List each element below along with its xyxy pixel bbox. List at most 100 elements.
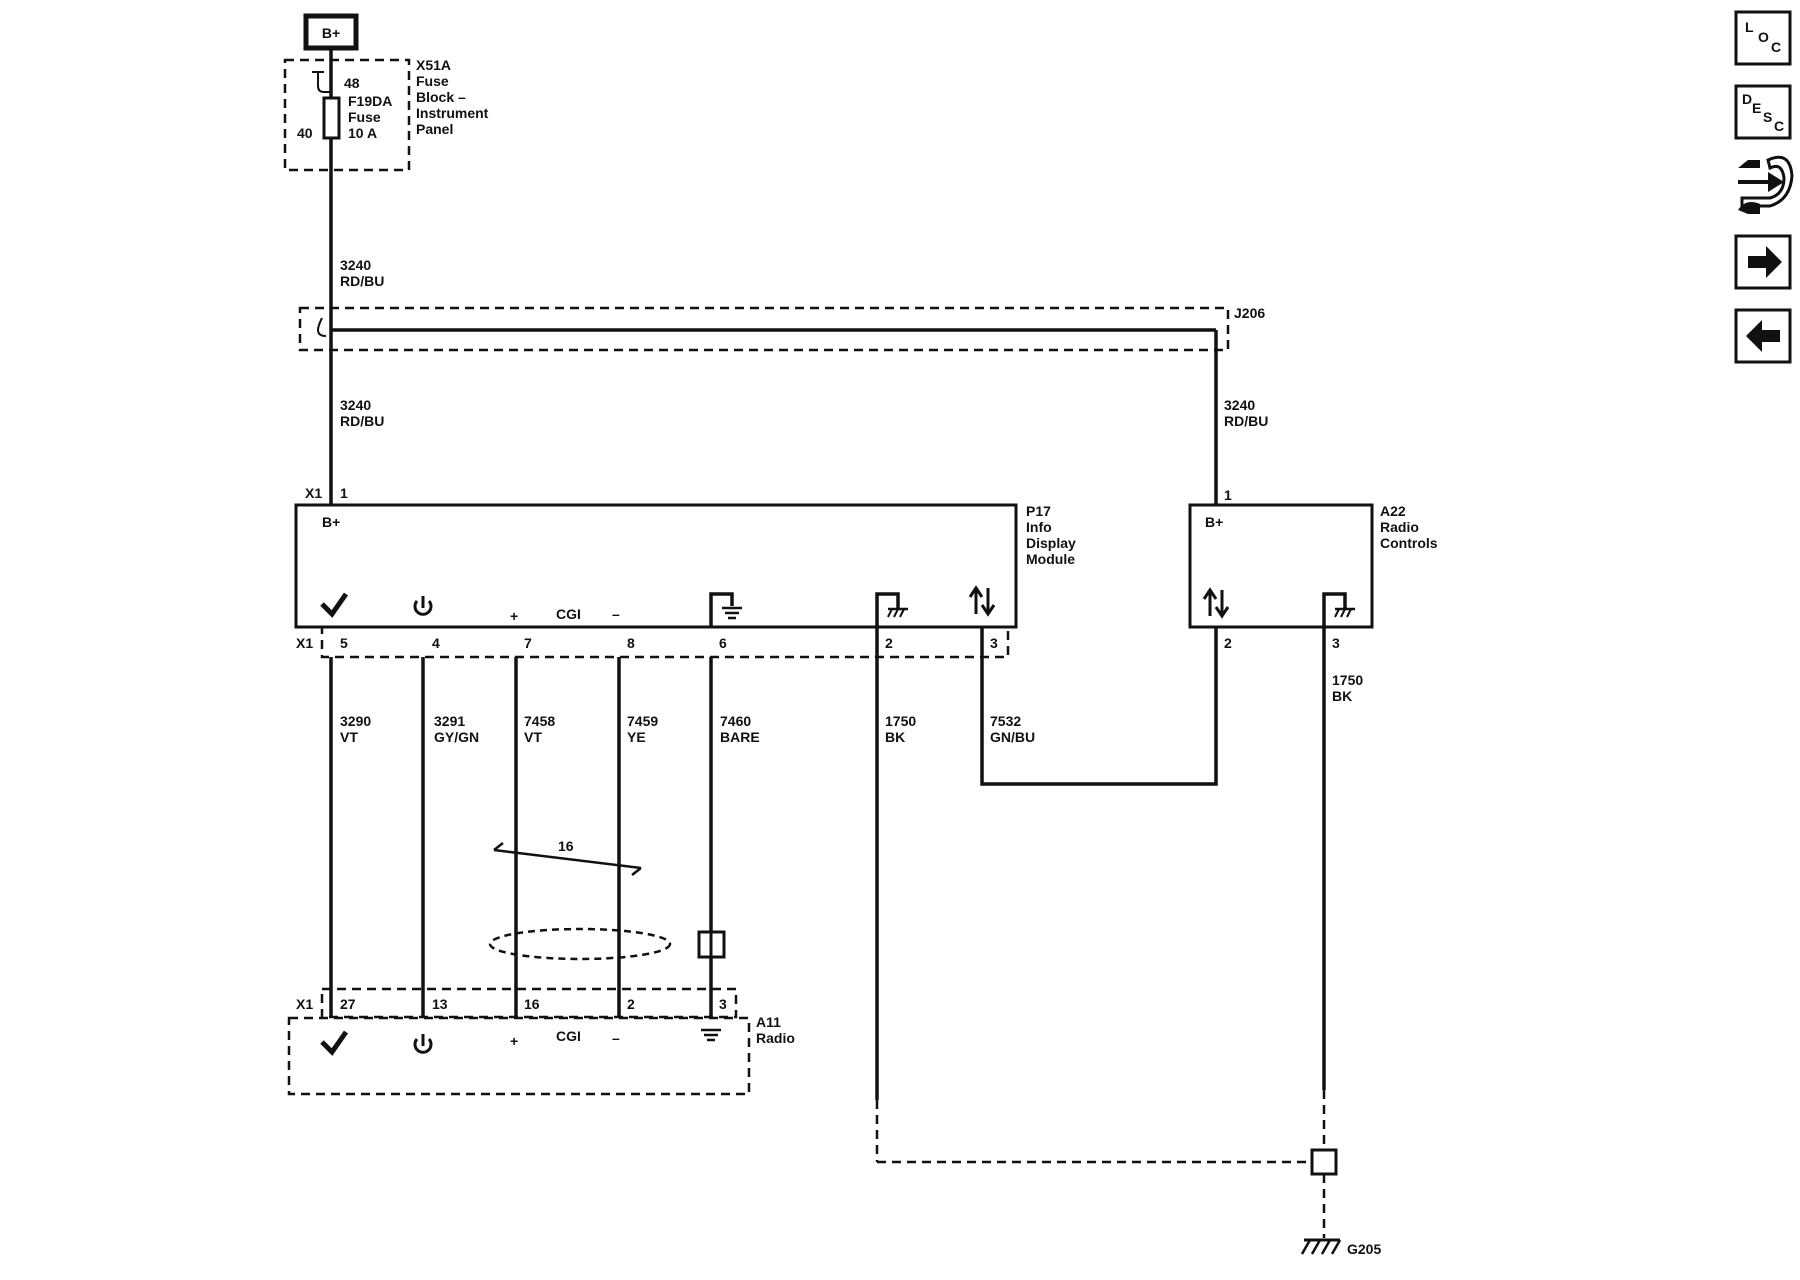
feed-left-circuit: 3240 [340,397,371,413]
description-letter-d: D [1742,91,1752,107]
wire-1750a-color: BK [885,729,905,745]
location-letter-c: C [1771,39,1781,55]
a11-pin-16: 16 [524,996,540,1012]
wire-3291-circuit: 3291 [434,713,465,729]
location-letter-l: L [1745,19,1754,35]
fuse-block-name-1: Fuse [416,73,449,89]
feed-left-color: RD/BU [340,413,384,429]
p17-pin-6: 6 [719,635,727,651]
twist-label: 16 [558,838,574,854]
splice-ref: J206 [1234,305,1265,321]
splice-pack-outline [298,306,1230,352]
a11-pin-2: 2 [627,996,635,1012]
p17-pin-5: 5 [340,635,348,651]
p17-connector-outline [320,625,1010,659]
p17-name-2: Display [1026,535,1076,551]
p17-ground-icon [709,592,742,627]
a11-name-1: Radio [756,1030,795,1046]
p17-pin-7: 7 [524,635,532,651]
a22-bplus: B+ [1205,514,1223,530]
p17-pin-3: 3 [990,635,998,651]
wire-3291-color: GY/GN [434,729,479,745]
previous-arrow-icon [1746,320,1780,352]
p17-bidirectional-arrows-icon [968,585,996,617]
a11-pin-27: 27 [340,996,356,1012]
a22-name-2: Controls [1380,535,1438,551]
a11-module-outline [287,1016,751,1096]
p17-ref: P17 [1026,503,1051,519]
wire-7532-color: GN/BU [990,729,1035,745]
a22-ref: A22 [1380,503,1406,519]
p17-connector-bottom: X1 [296,635,313,651]
feed-right-color: RD/BU [1224,413,1268,429]
fuse-block-name-4: Panel [416,121,453,137]
fuse-block-connector-pin-icon [312,71,331,93]
shield-outline [488,927,672,961]
a22-pin-3: 3 [1332,635,1340,651]
description-letter-e: E [1752,100,1761,116]
a22-pin-top: 1 [1224,487,1232,503]
previous-page-button[interactable] [1734,308,1792,364]
p17-bplus: B+ [322,514,340,530]
wire-1750b-color: BK [1332,688,1352,704]
p17-connector-top: X1 [305,485,322,501]
a11-connector: X1 [296,996,313,1012]
p17-name-1: Info [1026,519,1052,535]
next-arrow-icon [1748,246,1782,278]
feed-upper-circuit: 3240 [340,257,371,273]
p17-name-3: Module [1026,551,1075,567]
p17-pin-8: 8 [627,635,635,651]
fuse-pin-side: 40 [297,125,313,141]
a11-check-icon [320,1030,349,1056]
a11-cgi: CGI [556,1028,581,1044]
fuse-rating: 10 A [348,125,377,141]
p17-pin-4: 4 [432,635,440,651]
p17-power-icon [413,596,433,616]
wire-7532-circuit: 7532 [990,713,1021,729]
fuse-block-name-2: Block – [416,89,466,105]
fuse-icon [322,96,341,140]
fuse-block-name-3: Instrument [416,105,489,121]
fuse-block-ref: X51A [416,57,451,73]
a11-plus: + [510,1033,518,1049]
power-source: B+ [303,13,359,51]
a11-pin-13: 13 [432,996,448,1012]
power-source-label: B+ [322,25,340,41]
g205-chassis-ground-icon [1300,1238,1342,1255]
a22-module-box [1188,503,1374,629]
a22-pin-2: 2 [1224,635,1232,651]
wire-1750a-circuit: 1750 [885,713,916,729]
a11-ground-icon [701,1028,721,1042]
description-letter-s: S [1763,109,1772,125]
description-button[interactable]: D E S C [1734,84,1792,140]
ground-ref: G205 [1347,1241,1381,1257]
a11-minus: – [612,1030,620,1046]
a22-chassis-ground-icon [1322,592,1355,627]
location-button[interactable]: L O C [1734,10,1792,66]
a11-ref: A11 [756,1014,781,1030]
p17-check-icon [320,592,349,618]
p17-cgi: CGI [556,606,581,622]
splice-connector-pin-icon [316,317,327,337]
wire-3290-circuit: 3290 [340,713,371,729]
fuse-pin-top: 48 [344,75,360,91]
p17-minus: – [612,606,620,622]
p17-plus: + [510,608,518,624]
connector-end-view-button[interactable] [1738,155,1794,214]
feed-right-circuit: 3240 [1224,397,1255,413]
fuse-word: Fuse [348,109,381,125]
next-page-button[interactable] [1734,234,1792,290]
description-letter-c: C [1774,118,1784,134]
a22-bidirectional-arrows-icon [1202,587,1230,619]
fuse-block-outline [283,58,411,172]
wire-7460-circuit: 7460 [720,713,751,729]
wire-7460-color: BARE [720,729,760,745]
a11-pin-3: 3 [719,996,727,1012]
wire-3290-color: VT [340,729,358,745]
feed-upper-color: RD/BU [340,273,384,289]
ground-splice-icon [1310,1148,1338,1176]
location-letter-o: O [1758,29,1769,45]
a11-power-icon [413,1034,433,1054]
p17-chassis-ground-icon [875,592,908,627]
fuse-ref: F19DA [348,93,392,109]
